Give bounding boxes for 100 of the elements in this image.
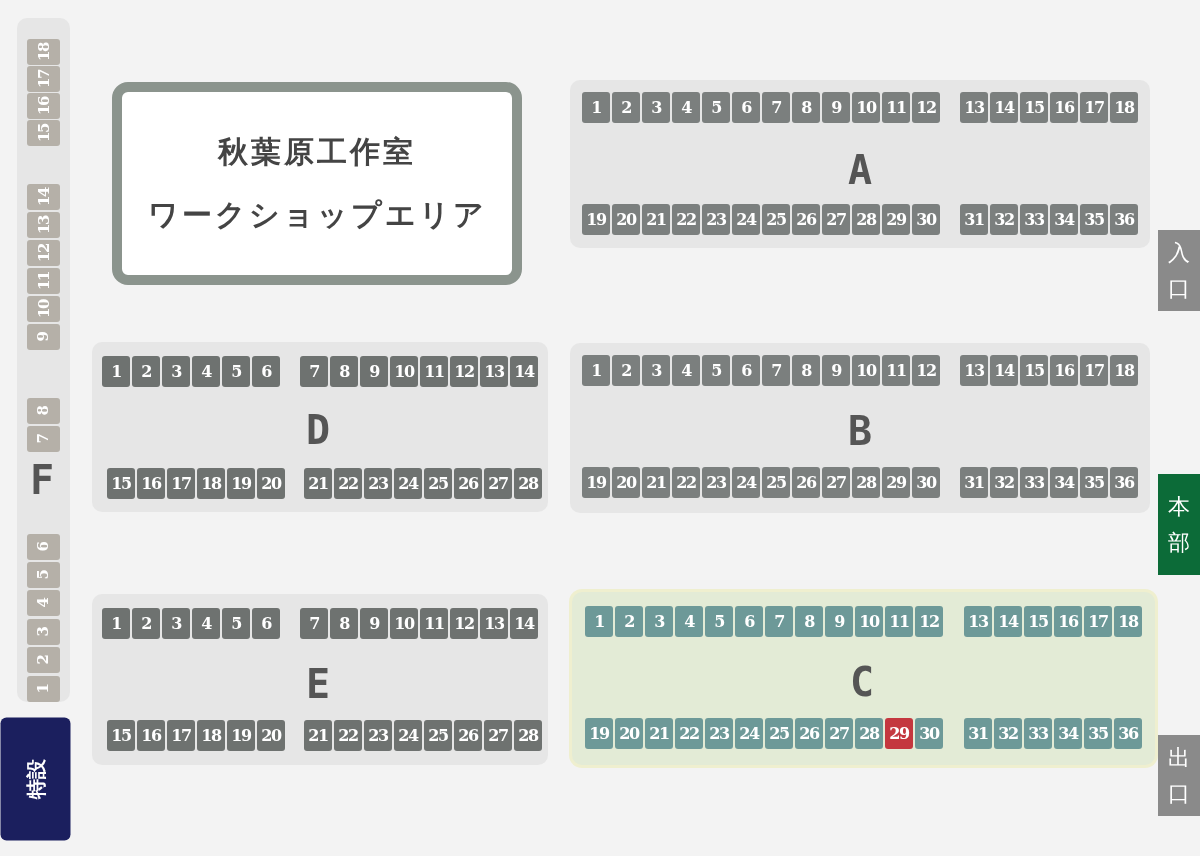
booth-tile: 7: [300, 608, 328, 639]
booth-tile: 12: [912, 92, 940, 123]
booth-tile: 14: [990, 355, 1018, 386]
booth-tile: 5: [702, 92, 730, 123]
booth-tile: 25: [762, 204, 790, 235]
booth-tile: 35: [1084, 718, 1112, 749]
booth-tile: 18: [197, 468, 225, 499]
booth-tile: 10: [855, 606, 883, 637]
booth-tile: 5: [222, 356, 250, 387]
booth-tile: 12: [450, 356, 478, 387]
booth-tile: 30: [915, 718, 943, 749]
booth-tile: 22: [672, 467, 700, 498]
booth-tile: 6: [735, 606, 763, 637]
workshop-area: [112, 82, 522, 285]
booth-tile: 36: [1114, 718, 1142, 749]
booth-tile: 11: [420, 608, 448, 639]
booth-tile: 6: [732, 355, 760, 386]
booth-tile: 25: [424, 720, 452, 751]
booth-tile: 11: [420, 356, 448, 387]
booth-tile: 29: [882, 204, 910, 235]
booth-tile: 6: [732, 92, 760, 123]
booth-tile: 36: [1110, 204, 1138, 235]
booth-tile: 4: [27, 590, 60, 616]
booth-tile: 28: [852, 204, 880, 235]
booth-tile: 12: [27, 240, 60, 266]
booth-tile: 8: [792, 355, 820, 386]
booth-tile: 33: [1020, 204, 1048, 235]
booth-tile: 34: [1050, 204, 1078, 235]
booth-tile: 23: [702, 467, 730, 498]
area-title: ワークショップエリア: [147, 195, 487, 234]
booth-tile: 26: [795, 718, 823, 749]
booth-tile: 18: [197, 720, 225, 751]
booth-tile: 24: [732, 204, 760, 235]
booth-tile: 13: [27, 212, 60, 238]
booth-tile: 14: [990, 92, 1018, 123]
booth-tile: 3: [642, 92, 670, 123]
booth-tile: 35: [1080, 204, 1108, 235]
booth-tile: 2: [132, 356, 160, 387]
booth-tile: 3: [642, 355, 670, 386]
booth-tile: 34: [1054, 718, 1082, 749]
booth-tile: 32: [990, 467, 1018, 498]
booth-tile: 4: [192, 356, 220, 387]
booth-tile: 6: [252, 356, 280, 387]
booth-tile: 15: [27, 120, 60, 146]
booth-tile: 7: [762, 92, 790, 123]
booth-tile: 1: [582, 92, 610, 123]
booth-tile: 25: [765, 718, 793, 749]
block-letter: A: [847, 150, 873, 190]
booth-tile: 28: [852, 467, 880, 498]
booth-tile: 6: [252, 608, 280, 639]
booth-tile: 27: [822, 204, 850, 235]
booth-tile: 35: [1080, 467, 1108, 498]
booth-tile: 16: [1050, 92, 1078, 123]
booth-tile: 2: [132, 608, 160, 639]
booth-tile: 11: [27, 268, 60, 294]
booth-tile: 26: [454, 720, 482, 751]
booth-tile: 22: [334, 720, 362, 751]
booth-tile: 17: [1080, 92, 1108, 123]
booth-block: [92, 594, 548, 765]
booth-tile: 13: [480, 608, 508, 639]
booth-tile: 5: [222, 608, 250, 639]
booth-tile: 31: [964, 718, 992, 749]
booth-tile: 32: [990, 204, 1018, 235]
booth-tile: 21: [645, 718, 673, 749]
booth-tile: 2: [612, 355, 640, 386]
booth-tile: 20: [612, 467, 640, 498]
booth-tile: 31: [960, 204, 988, 235]
booth-tile: 16: [1050, 355, 1078, 386]
booth-tile: 26: [792, 204, 820, 235]
booth-tile: 5: [705, 606, 733, 637]
booth-tile: 22: [675, 718, 703, 749]
booth-tile: 2: [615, 606, 643, 637]
booth-tile: 20: [612, 204, 640, 235]
booth-tile: 33: [1024, 718, 1052, 749]
booth-tile: 9: [822, 92, 850, 123]
booth-tile: 28: [855, 718, 883, 749]
booth-tile: 24: [732, 467, 760, 498]
booth-tile: 29: [885, 718, 913, 749]
booth-tile: 23: [364, 720, 392, 751]
booth-tile: 3: [27, 619, 60, 645]
booth-tile: 30: [912, 467, 940, 498]
booth-tile: 12: [450, 608, 478, 639]
booth-tile: 16: [137, 720, 165, 751]
booth-tile: 28: [514, 468, 542, 499]
booth-tile: 9: [27, 324, 60, 350]
booth-tile: 4: [672, 355, 700, 386]
booth-tile: 21: [642, 467, 670, 498]
booth-tile: 19: [585, 718, 613, 749]
booth-tile: 20: [257, 468, 285, 499]
booth-tile: 33: [1020, 467, 1048, 498]
booth-tile: 19: [227, 468, 255, 499]
booth-tile: 16: [27, 93, 60, 119]
booth-tile: 14: [510, 356, 538, 387]
booth-tile: 1: [585, 606, 613, 637]
booth-tile: 29: [882, 467, 910, 498]
booth-tile: 27: [484, 720, 512, 751]
booth-tile: 21: [304, 720, 332, 751]
booth-tile: 10: [852, 92, 880, 123]
booth-tile: 22: [672, 204, 700, 235]
booth-tile: 26: [792, 467, 820, 498]
